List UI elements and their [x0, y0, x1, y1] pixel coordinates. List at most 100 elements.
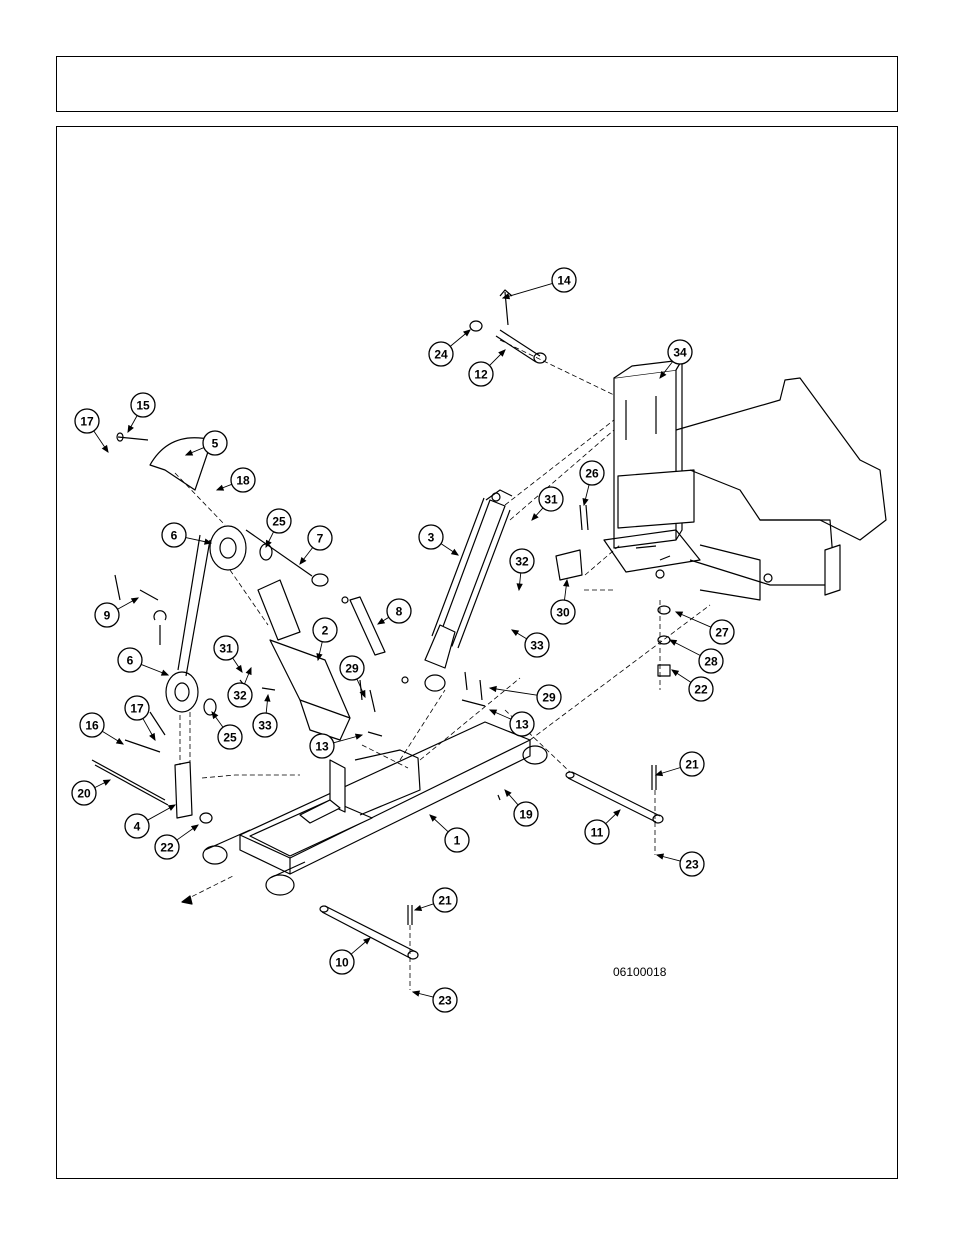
callout-number: 31 — [219, 642, 233, 656]
callout-17: 17 — [124, 695, 150, 721]
leader-arrow-33 — [510, 629, 520, 637]
callout-31: 31 — [538, 486, 564, 512]
leader-arrow-18 — [215, 484, 225, 491]
callout-number: 10 — [335, 956, 349, 970]
callout-bubble — [550, 599, 576, 625]
callout-21: 21 — [432, 887, 458, 913]
callout-number: 25 — [272, 515, 286, 529]
callout-number: 16 — [85, 719, 99, 733]
callout-21: 21 — [679, 751, 705, 777]
callout-number: 13 — [515, 718, 529, 732]
callout-number: 26 — [585, 467, 599, 481]
callout-bubble — [329, 949, 355, 975]
callout-32: 32 — [227, 682, 253, 708]
callout-bubble — [679, 751, 705, 777]
callout-bubble — [74, 408, 100, 434]
callout-number: 5 — [212, 437, 219, 451]
turnbuckle-drawing — [341, 596, 409, 684]
hardware-drawing — [114, 289, 671, 801]
callout-bubble — [124, 813, 150, 839]
leader-arrow-27 — [674, 611, 684, 618]
leader-arrow-17 — [149, 732, 156, 742]
callout-number: 34 — [673, 346, 687, 360]
pulleys-drawing — [153, 525, 329, 713]
callout-bubble — [536, 684, 562, 710]
callout-bubble — [94, 602, 120, 628]
callout-bubble — [688, 676, 714, 702]
callout-13: 13 — [509, 711, 535, 737]
leader-arrow-32 — [245, 666, 252, 676]
callout-bubble — [309, 733, 335, 759]
callout-29: 29 — [339, 655, 365, 681]
leader-arrow-10 — [363, 937, 371, 945]
callout-bubble — [339, 655, 365, 681]
cylinder-2-drawing — [257, 579, 351, 741]
leader-arrow-32 — [516, 583, 523, 592]
leader-arrow-5 — [184, 449, 194, 456]
callout-14: 14 — [551, 267, 577, 293]
callout-number: 30 — [556, 606, 570, 620]
callout-7: 7 — [307, 525, 333, 551]
callout-bubble — [524, 632, 550, 658]
callout-22: 22 — [154, 834, 180, 860]
leader-line-14 — [502, 282, 553, 299]
leader-arrow-22 — [671, 669, 680, 677]
callout-number: 17 — [80, 415, 94, 429]
callout-number: 13 — [315, 740, 329, 754]
callout-10: 10 — [329, 949, 355, 975]
callout-number: 1 — [454, 834, 461, 848]
leader-arrow-26 — [582, 497, 589, 507]
callout-number: 25 — [223, 731, 237, 745]
callout-number: 23 — [438, 994, 452, 1008]
callout-13: 13 — [309, 733, 335, 759]
callout-20: 20 — [71, 780, 97, 806]
bracket-drawing — [91, 759, 213, 824]
leader-arrow-14 — [501, 293, 511, 300]
callout-number: 22 — [160, 841, 174, 855]
callout-17: 17 — [74, 408, 100, 434]
leader-arrow-28 — [668, 639, 678, 646]
callout-number: 32 — [515, 555, 529, 569]
callout-bubble — [117, 647, 143, 673]
line-art — [91, 289, 887, 990]
callout-bubble — [679, 851, 705, 877]
callout-number: 12 — [474, 368, 488, 382]
drawing-number: 06100018 — [613, 965, 667, 979]
callout-bubble — [71, 780, 97, 806]
callout-bubble — [217, 724, 243, 750]
callout-bubble — [227, 682, 253, 708]
callout-8: 8 — [386, 598, 412, 624]
callout-3: 3 — [418, 524, 444, 550]
callout-bubble — [124, 695, 150, 721]
callout-number: 22 — [694, 683, 708, 697]
callout-16: 16 — [79, 712, 105, 738]
callout-6: 6 — [117, 647, 143, 673]
callout-bubble — [538, 486, 564, 512]
callout-27: 27 — [709, 619, 735, 645]
title-box — [56, 56, 898, 112]
pins-drawing — [319, 765, 664, 960]
leader-arrow-16 — [115, 737, 124, 745]
callout-bubble — [202, 430, 228, 456]
leader-arrow-9 — [130, 597, 140, 604]
callout-number: 33 — [530, 639, 544, 653]
callout-19: 19 — [513, 801, 539, 827]
leader-arrow-24 — [463, 329, 471, 337]
leader-arrow-6 — [204, 538, 213, 545]
callout-29: 29 — [536, 684, 562, 710]
callout-bubble — [584, 819, 610, 845]
leader-arrow-25 — [211, 711, 219, 720]
callout-bubble — [161, 522, 187, 548]
callout-bubble — [709, 619, 735, 645]
leader-arrow-11 — [613, 809, 621, 817]
callout-bubble — [432, 887, 458, 913]
leader-arrow-2 — [316, 652, 323, 662]
callout-number: 23 — [685, 858, 699, 872]
callout-1: 1 — [444, 827, 470, 853]
callout-number: 14 — [557, 274, 571, 288]
leader-arrow-17 — [101, 444, 109, 453]
callout-bubble — [432, 987, 458, 1013]
leader-arrow-6 — [160, 669, 170, 676]
leader-arrow-19 — [504, 789, 512, 797]
